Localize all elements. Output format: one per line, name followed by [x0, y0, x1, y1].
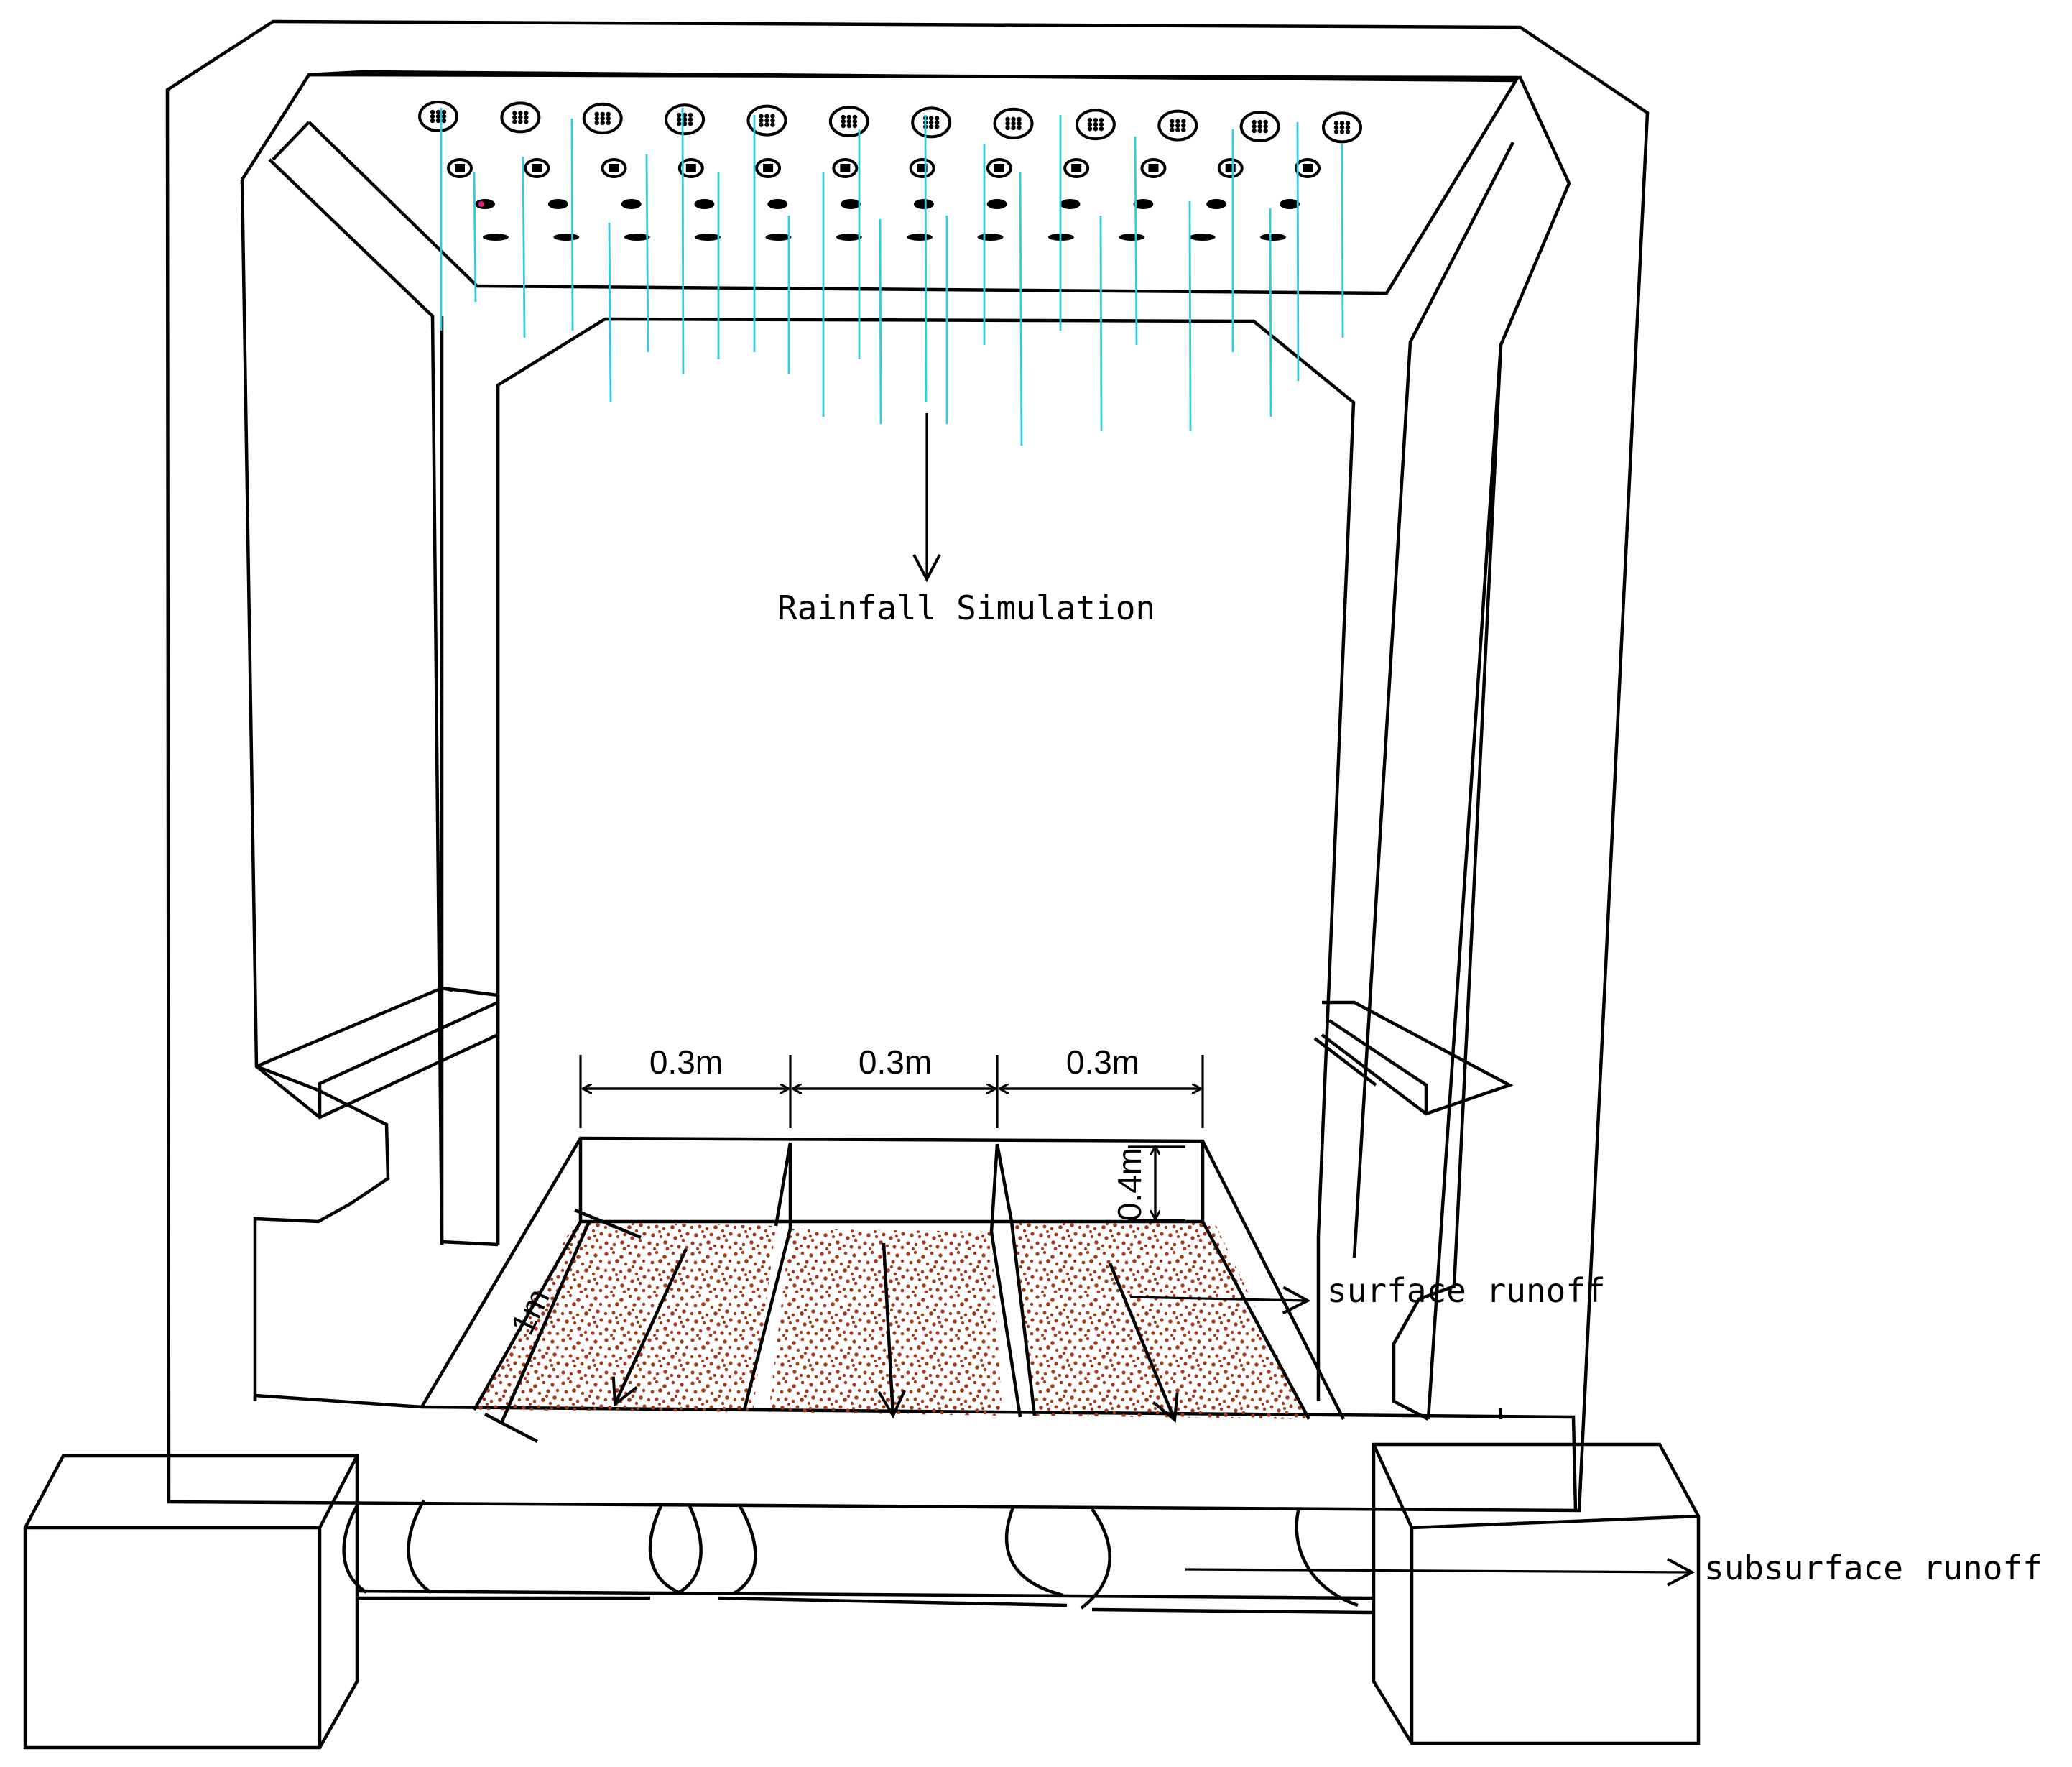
nozzle: [767, 199, 788, 209]
nozzle: [1157, 109, 1198, 142]
runoff-arrows: [927, 413, 1692, 1572]
rain-streak: [924, 114, 928, 403]
nozzle: [1217, 158, 1244, 178]
nozzle: [695, 234, 721, 241]
right-support-block: [1372, 1442, 1701, 1745]
subsurface-runoff-arrow: [1185, 1569, 1692, 1572]
nozzle: [1260, 234, 1286, 241]
surface-runoff-label: surface runoff: [1327, 1271, 1606, 1310]
nozzle: [582, 102, 623, 134]
surface-runoff-arrow: [1129, 1297, 1308, 1301]
nozzle: [1063, 158, 1090, 178]
soil-tray: [420, 1136, 1346, 1421]
nozzle: [913, 199, 934, 209]
nozzle: [1322, 111, 1362, 144]
nozzle: [547, 199, 568, 209]
nozzle: [621, 199, 642, 209]
nozzle: [836, 234, 862, 241]
nozzle: [553, 234, 580, 241]
frame-top-diagonal-left: [268, 158, 444, 1245]
rain-streak: [645, 154, 649, 353]
support-blocks: [23, 1442, 1701, 1750]
nozzle: [483, 234, 509, 241]
right-ledge: [1313, 1000, 1514, 1116]
rain-streak: [1019, 172, 1023, 446]
nozzle: [418, 101, 458, 132]
left-ledge: [255, 986, 500, 1120]
nozzle: [1133, 199, 1154, 209]
nozzle: [601, 158, 627, 178]
nozzle: [911, 106, 952, 139]
nozzle: [1239, 111, 1280, 142]
nozzle: [1280, 199, 1300, 209]
nozzle: [986, 158, 1012, 178]
frame-outer: [165, 19, 1650, 1513]
width-label-1: 0.3m: [649, 1043, 723, 1081]
nozzle: [694, 199, 715, 209]
depth-label: 0.4m: [1111, 1148, 1148, 1221]
nozzle: [977, 234, 1004, 241]
width-label-3: 0.3m: [1066, 1043, 1139, 1081]
nozzle: [986, 199, 1007, 209]
frame-inner-left-leg: [240, 179, 390, 1401]
nozzle: [993, 107, 1034, 139]
nozzle: [841, 199, 861, 209]
rain-streak: [522, 156, 526, 338]
nozzle: [665, 103, 706, 136]
nozzle: [677, 158, 704, 178]
flow-arrows: [615, 1242, 1175, 1420]
nozzle: [909, 158, 935, 178]
nozzle: [1189, 234, 1216, 241]
left-support-block: [23, 1454, 359, 1750]
rain-streaks: [440, 107, 1344, 446]
nozzle: [755, 158, 782, 178]
nozzle: [475, 199, 495, 209]
nozzle: [907, 234, 933, 241]
nozzle: [1140, 158, 1167, 178]
nozzle: [828, 106, 869, 137]
frame-inner-right-leg: [1392, 344, 1503, 1421]
nozzle: [746, 104, 787, 137]
frame-top-diagonal-right: [1352, 141, 1515, 1258]
rainfall-simulation-label: Rainfall Simulation: [777, 589, 1155, 627]
nozzle-plate: [272, 70, 1519, 295]
nozzle: [1206, 199, 1227, 209]
nozzle-array: [418, 101, 1362, 241]
rain-streak: [1341, 143, 1344, 338]
rain-streak: [570, 118, 574, 331]
rain-streak: [1134, 136, 1138, 346]
nozzle: [832, 158, 859, 178]
rain-streak: [879, 218, 882, 425]
rain-streak: [1269, 208, 1272, 417]
nozzle: [765, 234, 792, 241]
nozzle: [1295, 158, 1321, 178]
drainage-pipes: [342, 1499, 1374, 1615]
nozzle: [500, 101, 541, 134]
nozzle: [1119, 234, 1145, 241]
rain-streak: [608, 222, 612, 403]
nozzle: [1075, 109, 1116, 141]
frame: [165, 19, 1650, 1513]
nozzle: [447, 158, 473, 178]
rain-streak: [473, 172, 477, 303]
width-label-2: 0.3m: [859, 1043, 932, 1081]
nozzle: [524, 158, 550, 178]
frame-inner-left: [241, 73, 1571, 1420]
nozzle: [1060, 199, 1081, 209]
subsurface-runoff-label: subsurface runoff: [1704, 1549, 2043, 1587]
nozzle: [624, 234, 650, 241]
dimension-lines: [484, 1055, 1204, 1443]
